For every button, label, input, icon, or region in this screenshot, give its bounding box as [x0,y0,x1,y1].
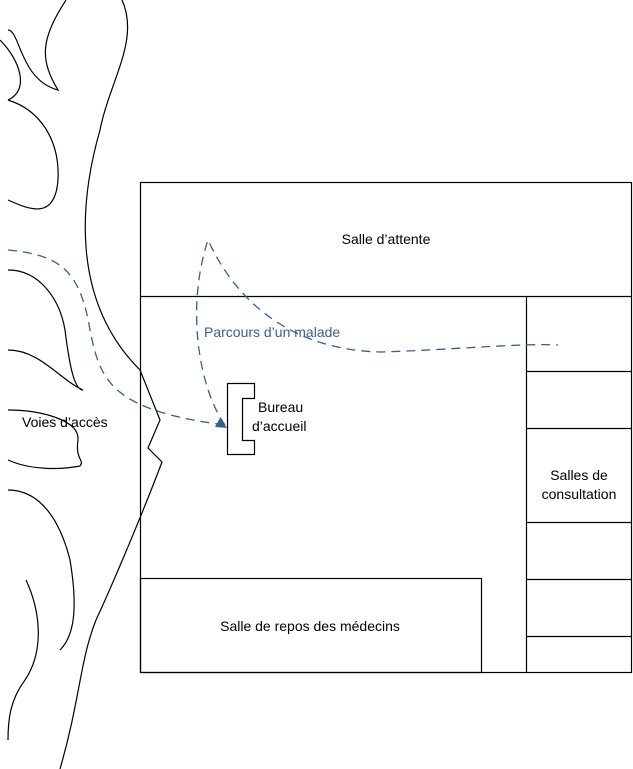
access-roads-curves [0,0,163,769]
reception-desk [226,382,256,456]
reception-label-line2: d’accueil [252,418,306,434]
waiting-room-label: Salle d’attente [342,231,431,247]
consultation-room-dividers [526,370,632,638]
arrow-head-icon [215,418,227,428]
doctors-rest-room [139,577,483,674]
reception-label-line1: Bureau [258,399,303,415]
patient-path-line [7,238,559,428]
doctors-rest-room-label: Salle de repos des médecins [220,618,400,634]
consultation-label-line1: Salles de [550,467,608,483]
access-roads-label: Voies d’accès [22,414,108,430]
patient-path-label: Parcours d’un malade [204,324,340,340]
building-outline [139,181,633,674]
consultation-label-line2: consultation [542,486,617,502]
